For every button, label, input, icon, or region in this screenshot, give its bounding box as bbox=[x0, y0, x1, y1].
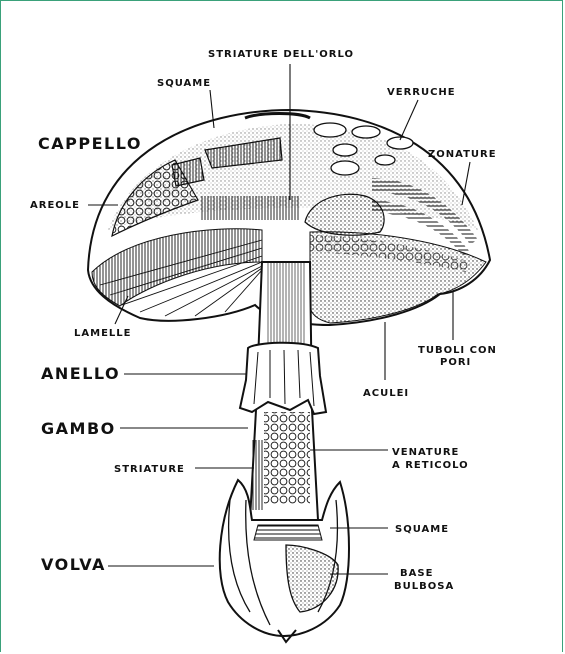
label-verruche: VERRUCHE bbox=[387, 87, 456, 98]
label-base-line1: BASE bbox=[400, 568, 433, 579]
label-venature-line1: VENATURE bbox=[392, 447, 459, 458]
label-squame-top: SQUAME bbox=[157, 78, 211, 89]
label-venature-line2: A RETICOLO bbox=[392, 460, 469, 471]
label-zonature: ZONATURE bbox=[428, 149, 497, 160]
label-gambo: GAMBO bbox=[41, 419, 116, 438]
mushroom-ring bbox=[240, 343, 326, 414]
label-lamelle: LAMELLE bbox=[74, 328, 131, 339]
label-squame-bottom: SQUAME bbox=[395, 524, 449, 535]
label-aculei: ACULEI bbox=[363, 388, 409, 399]
label-tuboli-line1: TUBOLI CON bbox=[418, 345, 497, 356]
label-volva: VOLVA bbox=[41, 555, 106, 574]
label-base-line2: BULBOSA bbox=[394, 581, 454, 592]
label-anello: ANELLO bbox=[41, 364, 120, 383]
label-striature-orlo: STRIATURE DELL'ORLO bbox=[208, 49, 354, 60]
label-tuboli-line2: PORI bbox=[440, 357, 471, 368]
label-striature: STRIATURE bbox=[114, 464, 185, 475]
label-cappello: CAPPELLO bbox=[38, 134, 142, 153]
label-areole: AREOLE bbox=[30, 200, 80, 211]
